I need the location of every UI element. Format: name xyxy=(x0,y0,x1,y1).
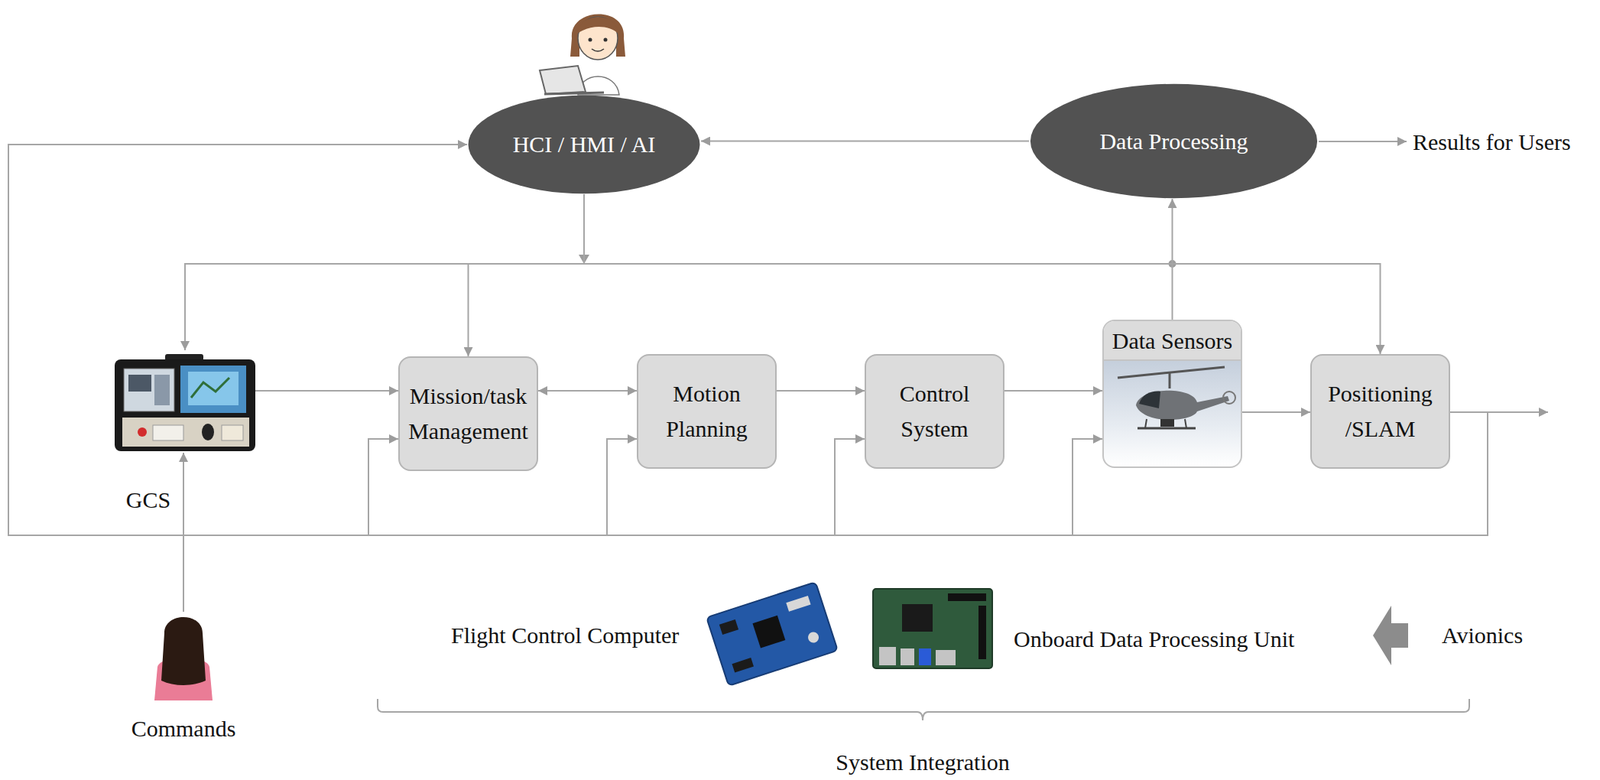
control-panel xyxy=(122,417,250,447)
connector-arrow xyxy=(701,140,1029,143)
screen-content xyxy=(154,374,170,406)
node-text: Positioning /SLAM xyxy=(1317,376,1443,448)
sensor-pod xyxy=(1160,418,1175,427)
sky xyxy=(1103,360,1241,467)
screen xyxy=(180,365,247,413)
helicopter-picture xyxy=(1103,360,1241,467)
connector-arrow xyxy=(584,194,1381,354)
screen xyxy=(123,368,175,412)
onboard-board xyxy=(873,588,993,669)
node-text: HCI / HMI / AI xyxy=(512,130,656,159)
results-arrow xyxy=(1318,140,1407,143)
mount-hole xyxy=(806,630,821,645)
interface-ellipse: HCI / HMI / AI xyxy=(467,94,702,195)
fcc-board xyxy=(706,581,838,686)
connector-arrow xyxy=(255,389,399,392)
screen-content xyxy=(188,371,239,406)
mouse xyxy=(201,423,215,441)
process-box: Motion Planning xyxy=(636,353,777,469)
eye xyxy=(603,38,608,43)
screen-content xyxy=(128,374,152,392)
connector xyxy=(935,649,956,666)
chip xyxy=(719,619,739,635)
mast xyxy=(1168,373,1172,389)
case-body xyxy=(114,359,256,452)
chip xyxy=(732,657,754,672)
face xyxy=(577,16,618,60)
map-trace xyxy=(191,377,230,398)
board xyxy=(873,588,993,669)
skid xyxy=(1137,427,1196,430)
node-text: Commands xyxy=(131,714,237,743)
ground-station: GCS xyxy=(114,350,256,453)
process-box: Mission/task Management xyxy=(398,356,539,471)
avionics-arrow xyxy=(1372,605,1409,666)
chip xyxy=(902,603,933,632)
gcs-case xyxy=(114,353,256,452)
node-text: Data Sensors xyxy=(1103,321,1241,361)
strut xyxy=(1145,418,1187,429)
output-arrow xyxy=(1487,411,1549,413)
node-text: Mission/task Management xyxy=(405,378,531,450)
connector xyxy=(785,595,811,612)
connector-arrow xyxy=(184,194,585,351)
connector-arrow xyxy=(1171,198,1174,320)
hair xyxy=(161,616,206,685)
connector-arrow xyxy=(538,389,637,392)
connector-arrow xyxy=(776,389,865,392)
operator-node: Commands xyxy=(151,611,216,701)
connector-arrow xyxy=(468,194,585,357)
label-text: Results for Users xyxy=(1412,129,1571,155)
node-text: GCS xyxy=(126,486,171,514)
node-text: Motion Planning xyxy=(644,376,770,448)
label-text: Flight Control Computer xyxy=(451,622,679,648)
button xyxy=(137,427,147,437)
process-ellipse: Data Processing xyxy=(1028,83,1319,199)
connector-arrow xyxy=(1004,389,1103,392)
rotor xyxy=(1117,366,1225,378)
process-box: Positioning /SLAM xyxy=(1310,353,1451,469)
ellipse-fill xyxy=(468,95,701,195)
connector xyxy=(900,648,915,666)
label-text: System Integration xyxy=(835,749,1010,775)
connector-arrow xyxy=(1242,411,1311,413)
laptop-base xyxy=(544,92,604,95)
vehicle-box: Data Sensors xyxy=(1102,319,1243,468)
commander-figure xyxy=(154,616,213,701)
board xyxy=(706,581,838,686)
operator-figure xyxy=(539,13,626,95)
fuselage xyxy=(1135,390,1230,420)
smile xyxy=(591,48,604,52)
node-text: Control System xyxy=(872,376,997,448)
pad xyxy=(221,425,244,441)
eye xyxy=(588,38,593,43)
usb-port xyxy=(918,648,932,666)
keypad xyxy=(152,425,184,441)
connector-group xyxy=(8,141,1488,613)
connector-arrow xyxy=(182,452,185,612)
process-box: Control System xyxy=(864,353,1005,469)
slot xyxy=(947,593,987,601)
fringe xyxy=(577,16,619,34)
connector xyxy=(879,646,896,666)
label-text: Onboard Data Processing Unit xyxy=(1013,626,1295,652)
ellipse-fill xyxy=(1030,84,1318,198)
slot xyxy=(978,605,987,659)
canopy xyxy=(1139,391,1161,409)
laptop xyxy=(539,65,586,95)
chip xyxy=(752,615,786,649)
integration-bracket xyxy=(377,698,1470,721)
connector-arrow xyxy=(8,144,1488,536)
tail-rotor xyxy=(1223,391,1236,404)
label-text: Avionics xyxy=(1441,622,1523,648)
node-text: Data Processing xyxy=(1099,127,1248,156)
